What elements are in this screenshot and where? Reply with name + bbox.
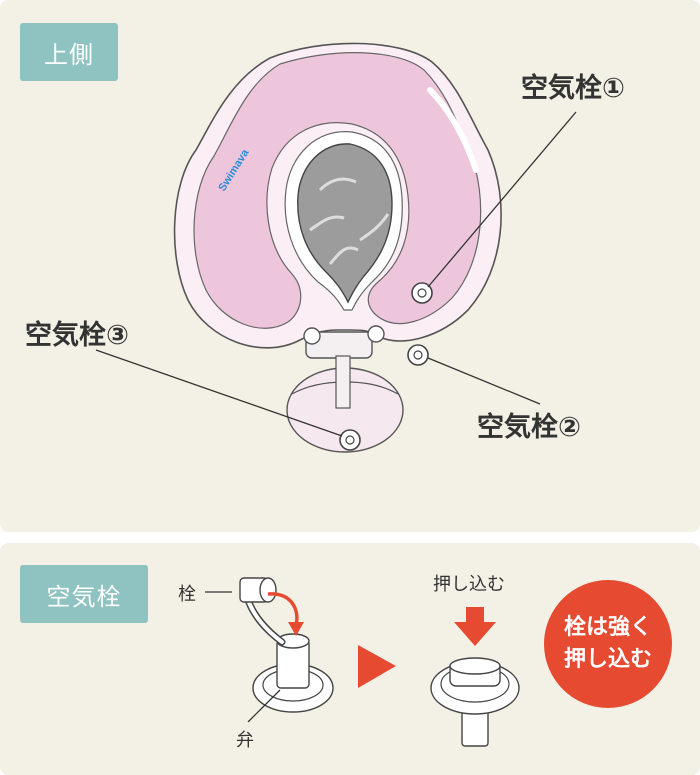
label-push-in: 押し込む: [433, 574, 505, 595]
small-valve-right: [367, 325, 385, 343]
label-air-valve-3: 空気栓③: [25, 320, 129, 351]
buckle-stem: [335, 355, 351, 409]
neck-ring-illustration: Swimava: [173, 42, 502, 453]
air-valve-1: [411, 282, 433, 304]
section-title-air-valve: 空気栓: [20, 565, 148, 623]
insert-arrow: [267, 592, 299, 627]
small-valve-left: [303, 327, 321, 345]
valve-plug-illustration: [205, 577, 334, 723]
air-valve-3: [339, 429, 361, 451]
label-valve-base: 弁: [236, 730, 254, 751]
leader-line-valve-base: [247, 689, 281, 723]
badge-line-1: 栓は強く: [563, 615, 652, 640]
insert-arrow-head: [288, 622, 304, 636]
ring-opening: [297, 143, 393, 304]
label-air-valve-2: 空気栓②: [477, 412, 581, 443]
step-arrow: [358, 645, 396, 688]
push-firmly-badge: 栓は強く 押し込む: [544, 580, 672, 708]
ring-opening-folds: [309, 177, 390, 265]
air-valve-2: [407, 344, 429, 366]
pushed-plug-top: [449, 657, 501, 675]
air-valve-1-inner: [417, 288, 427, 298]
air-valve-3-inner: [345, 435, 355, 445]
air-valve-2-inner: [413, 350, 423, 360]
section-title-upper-side: 上側: [20, 23, 118, 81]
label-air-valve-1: 空気栓①: [521, 73, 625, 104]
pushed-valve-illustration: [430, 607, 520, 747]
ring-highlight: [427, 87, 479, 173]
leader-line-valve-1: [427, 111, 577, 288]
push-arrow: [454, 607, 496, 646]
leader-line-valve-3: [95, 349, 343, 437]
plug-cap-end: [259, 577, 277, 603]
label-plug: 栓: [178, 584, 196, 605]
badge-line-2: 押し込む: [563, 647, 652, 672]
leader-line-valve-2: [427, 357, 541, 405]
